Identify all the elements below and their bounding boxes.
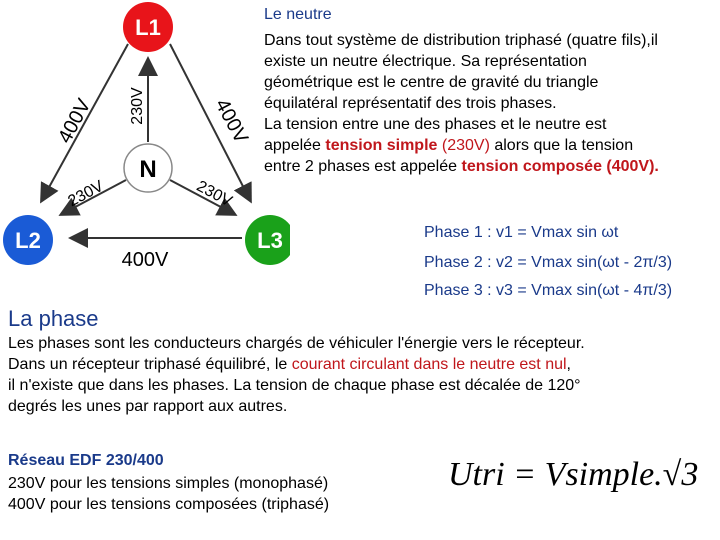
reseau-title: Réseau EDF 230/400: [8, 452, 164, 469]
node-l1-label: L1: [135, 15, 161, 40]
utri-formula: Utri = Vsimple.√3: [448, 456, 699, 493]
la-phase-title: La phase: [8, 306, 99, 331]
neutre-line: Dans tout système de distribution tripha…: [264, 32, 658, 49]
node-l3: [245, 215, 290, 265]
neutre-line: appelée tension simple (230V) alors que …: [264, 135, 659, 156]
text-run: alors que la tension: [489, 137, 634, 154]
label-l2-l3: 400V: [122, 249, 169, 271]
la-phase-line: degrés les unes par rapport aux autres.: [8, 398, 288, 415]
la-phase-line: Les phases sont les conducteurs chargés …: [8, 335, 585, 352]
text-run: appelée: [264, 137, 326, 154]
neutre-line: La tension entre une des phases et le ne…: [264, 116, 607, 133]
la-phase-line: Dans un récepteur triphasé équilibré, le…: [8, 354, 585, 375]
phase-diagram: 400V 400V 400V 230V 230V 230V L1 L2 L3 N: [3, 2, 290, 271]
node-l1: [123, 2, 173, 52]
reseau-line-2: 400V pour les tensions composées (tripha…: [8, 496, 330, 513]
label-l1-l3: 400V: [211, 95, 253, 147]
text-run: ,: [566, 356, 571, 373]
edge-n-l3: [169, 179, 238, 216]
phase-3-equation: Phase 3 : v3 = Vmax sin(ωt - 4π/3): [424, 282, 673, 299]
label-l1-l2: 400V: [54, 95, 96, 147]
node-n: [123, 143, 173, 193]
edge-l1-l2: [40, 43, 129, 204]
neutre-line: entre 2 phases est appelée tension compo…: [264, 156, 659, 177]
node-l2-label: L2: [15, 228, 41, 253]
node-l2: [3, 215, 53, 265]
tension-simple-term: tension simple: [325, 137, 438, 154]
la-phase-line: il n'existe que dans les phases. La tens…: [8, 377, 581, 394]
reseau-line-1: 230V pour les tensions simples (monophas…: [8, 475, 329, 492]
edge-l1-l3: [169, 43, 252, 204]
neutre-title: Le neutre: [264, 6, 332, 23]
node-l3-label: L3: [257, 228, 283, 253]
label-l1-n: 230V: [129, 87, 146, 125]
edge-n-l2: [58, 179, 127, 216]
la-phase-text: Les phases sont les conducteurs chargés …: [8, 333, 585, 417]
label-l3-n: 230V: [194, 178, 235, 211]
node-n-label: N: [139, 156, 156, 183]
label-l2-n: 230V: [65, 178, 106, 211]
neutre-line: équilatéral représentatif des trois phas…: [264, 95, 557, 112]
text-run: entre 2 phases est appelée: [264, 158, 462, 175]
tension-composee-term: tension composée (400V).: [461, 158, 659, 175]
phase-2-equation: Phase 2 : v2 = Vmax sin(ωt - 2π/3): [424, 254, 673, 271]
tension-simple-value: (230V): [437, 137, 490, 154]
text-run: Dans un récepteur triphasé équilibré, le: [8, 356, 292, 373]
neutre-text: Dans tout système de distribution tripha…: [264, 30, 659, 177]
neutre-line: existe un neutre électrique. Sa représen…: [264, 53, 587, 70]
neutre-line: géométrique est le centre de gravité du …: [264, 74, 599, 91]
phase-1-equation: Phase 1 : v1 = Vmax sin ωt: [424, 224, 619, 241]
courant-neutre-nul: courant circulant dans le neutre est nul: [291, 356, 567, 373]
